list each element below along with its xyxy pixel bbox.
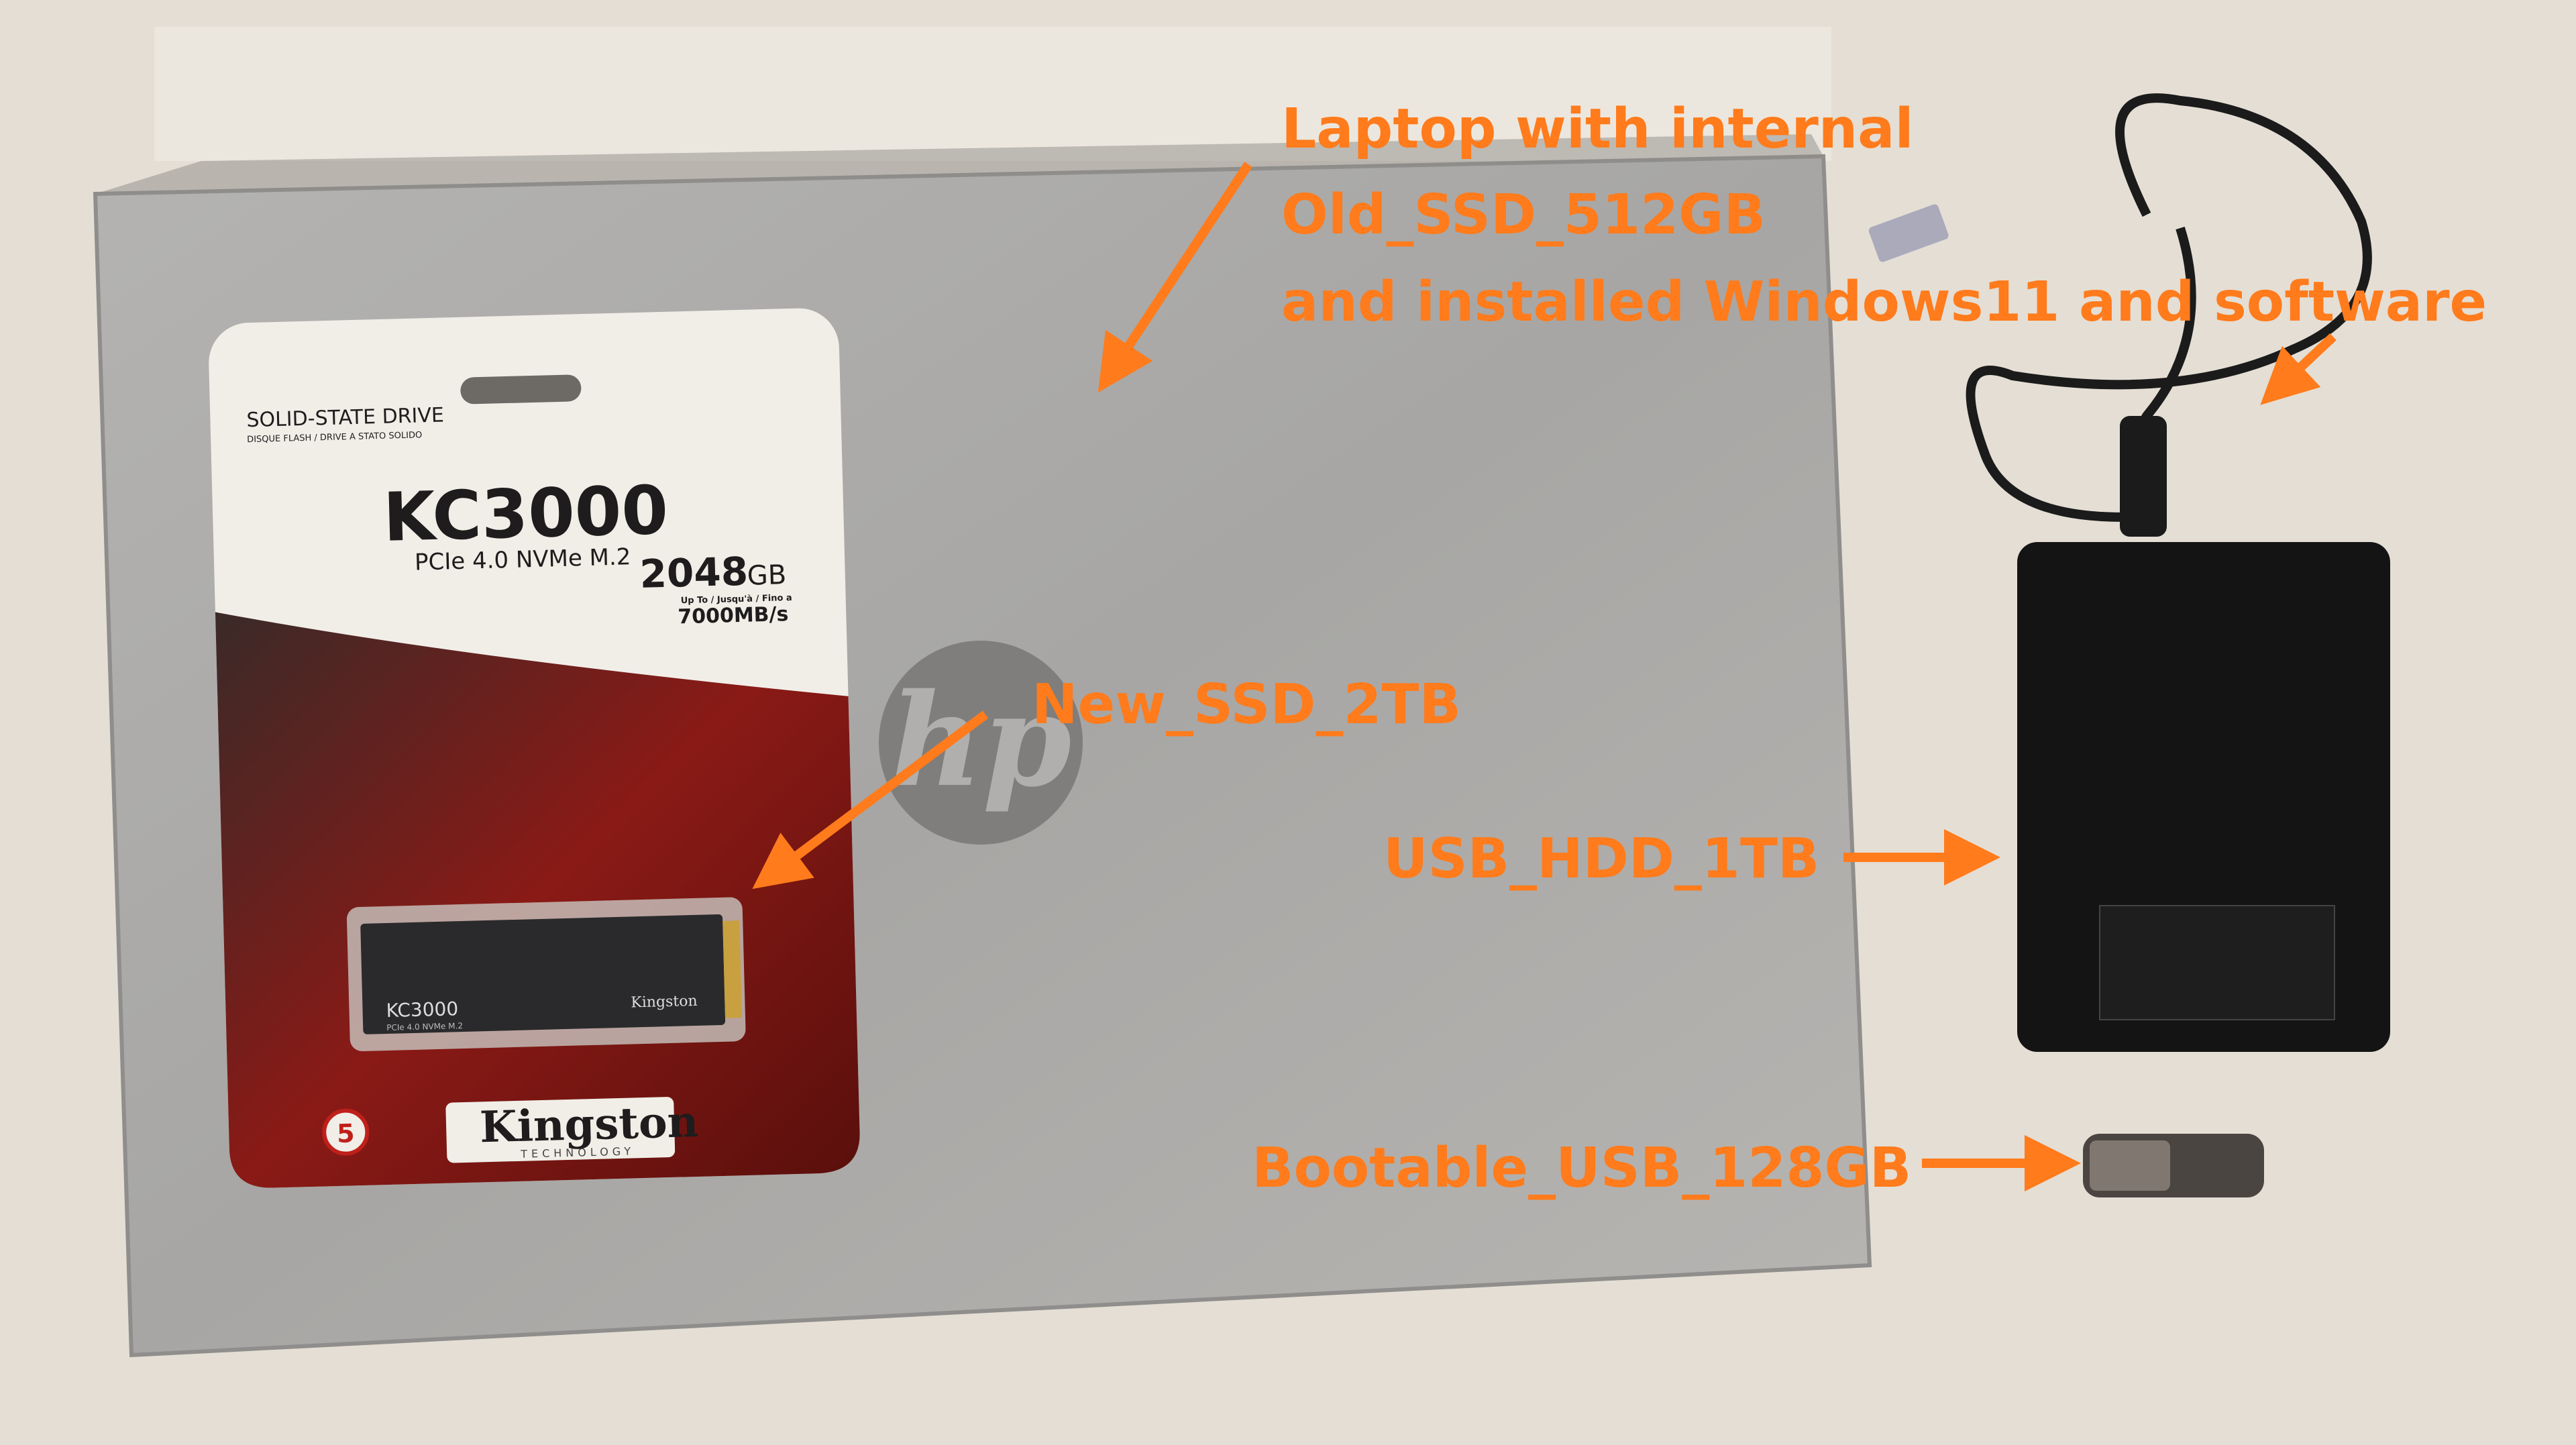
m2-ssd: KC3000 PCIe 4.0 NVMe M.2 Kingston bbox=[346, 897, 746, 1051]
package-speed: 7000MB/s bbox=[678, 602, 789, 629]
arrow-new-ssd bbox=[752, 710, 989, 890]
usb-hdd bbox=[2017, 542, 2390, 1052]
usb-stick bbox=[2083, 1134, 2264, 1197]
kingston-logo-sub: TECHNOLOGY bbox=[520, 1144, 635, 1160]
laptop-label-line1: Laptop with internal bbox=[1281, 97, 1914, 161]
package-speed-prefix: Up To / Jusqu'à / Fino a bbox=[681, 593, 792, 606]
drive-label: KC3000 bbox=[386, 998, 458, 1022]
drive-sub: PCIe 4.0 NVMe M.2 bbox=[386, 1021, 463, 1032]
bootable-usb-label: Bootable_USB_128GB bbox=[1252, 1136, 1911, 1200]
usb-hdd-label: USB_HDD_1TB bbox=[1383, 827, 1819, 891]
laptop-label-line2: Old_SSD_512GB bbox=[1281, 183, 1766, 247]
laptop-label-line3: and installed Windows11 and software bbox=[1281, 270, 2487, 334]
package-model: KC3000 bbox=[382, 471, 669, 557]
annotations: Laptop with internal Old_SSD_512GB and i… bbox=[752, 97, 2487, 1200]
warranty-badge: 5 bbox=[337, 1118, 356, 1148]
new-ssd-label: New_SSD_2TB bbox=[1032, 673, 1461, 737]
hp-logo: hp bbox=[879, 641, 1083, 845]
kingston-logo: Kingston bbox=[479, 1097, 699, 1153]
package-category: SOLID-STATE DRIVE bbox=[246, 403, 444, 432]
ssd-package: SOLID-STATE DRIVE DISQUE FLASH / DRIVE A… bbox=[209, 308, 860, 1188]
package-capacity: 2048 bbox=[639, 549, 749, 597]
package-category-sub: DISQUE FLASH / DRIVE A STATO SOLIDO bbox=[247, 430, 422, 445]
arrow-laptop bbox=[1097, 162, 1252, 393]
svg-text:hp: hp bbox=[890, 665, 1072, 815]
usb-plug bbox=[1868, 204, 1949, 262]
drive-brand: Kingston bbox=[631, 993, 698, 1012]
arrow-software bbox=[2260, 333, 2337, 405]
package-interface: PCIe 4.0 NVMe M.2 bbox=[415, 543, 631, 576]
package-capacity-unit: GB bbox=[747, 559, 787, 592]
